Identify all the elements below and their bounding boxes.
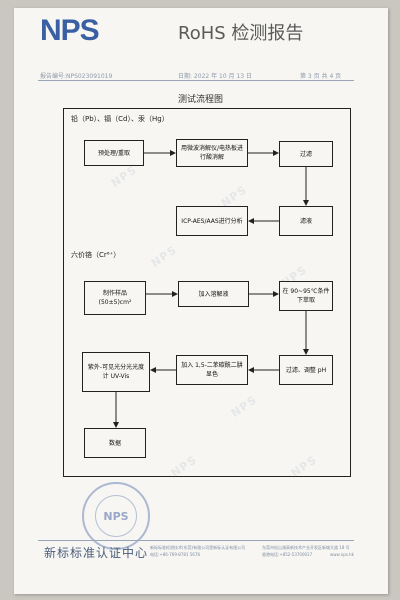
- nps-logo: NPS: [40, 14, 100, 47]
- report-title: RoHS 检测报告: [178, 23, 304, 44]
- certification-seal: NPS: [82, 482, 150, 550]
- step-digest: 用微波消解仪/电热板进行酸消解: [176, 139, 248, 167]
- step-solution: 加入溶解液: [178, 281, 249, 307]
- step-filter-ph: 过滤、调整 pH: [279, 355, 333, 385]
- step-icp-analysis: ICP-AES/AAS进行分析: [176, 206, 248, 236]
- report-number: 报告编号:NPS023091019: [40, 73, 113, 80]
- footer-hk-phone: 香港电话:+852-53700017: [262, 552, 313, 557]
- footer-company: 新标标准检测技术(东莞)有限公司是新标认证有限公司: [150, 545, 246, 550]
- page-number: 第 3 页 共 4 页: [300, 73, 342, 80]
- flow2-heading: 六价铬（Cr⁶⁺）: [71, 251, 121, 259]
- report-date: 日期: 2022 年 10 月 13 日: [178, 73, 253, 80]
- step-sample: 制作样品(50±5)cm²: [84, 281, 146, 315]
- flowchart-frame: [63, 108, 351, 477]
- step-data: 数据: [84, 428, 146, 458]
- header-divider: [38, 80, 354, 81]
- footer-website: www.nps.hk: [330, 552, 354, 557]
- footer-divider: [38, 540, 354, 541]
- step-extract: 在 90~95℃条件下萃取: [279, 281, 333, 311]
- flow1-heading: 铅（Pb）、镉（Cd）、汞（Hg）: [71, 115, 169, 123]
- section-heading: 测试流程图: [178, 95, 224, 105]
- step-pretreat: 预处理/重取: [84, 140, 144, 166]
- footer-phone: 电话:+86-769-8781 5678: [150, 552, 200, 557]
- footer-address: 东莞市松山湖高新技术产业开发区新城大道 18 号: [262, 545, 350, 550]
- step-color: 加入 1,5-二苯碳酰二肼显色: [176, 355, 248, 385]
- step-uv-vis: 紫外-可见光分光光度计 UV-Vis: [82, 352, 150, 392]
- center-name: 新标标准认证中心: [44, 546, 149, 560]
- step-filtrate: 滤液: [279, 206, 333, 236]
- step-filter: 过滤: [279, 141, 333, 167]
